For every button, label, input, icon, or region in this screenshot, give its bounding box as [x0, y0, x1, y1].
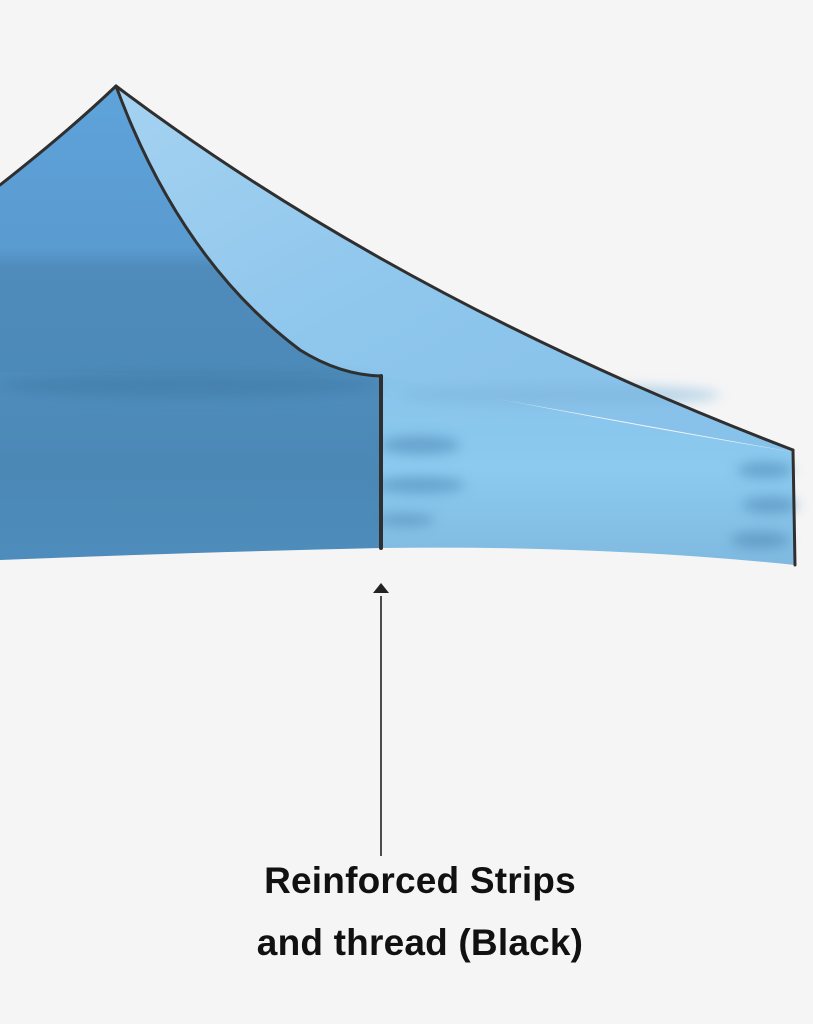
- callout-label-line-2: and thread (Black): [256, 922, 584, 963]
- callout-arrow: [373, 583, 389, 856]
- seam-lines: [0, 84, 797, 567]
- arrow-up-icon: [373, 583, 389, 593]
- fabric-folds: [0, 373, 798, 548]
- corner-seam-curve: [114, 84, 383, 378]
- side-valance: [381, 376, 795, 565]
- side-roof-panel: [116, 86, 793, 452]
- front-valance: [0, 372, 381, 560]
- roof-ridge-left: [0, 84, 118, 187]
- roof-ridge-right: [114, 84, 795, 452]
- side-edge: [791, 448, 797, 567]
- callout-label-line-1: Reinforced Strips: [264, 860, 576, 901]
- front-roof-panel: [0, 86, 381, 380]
